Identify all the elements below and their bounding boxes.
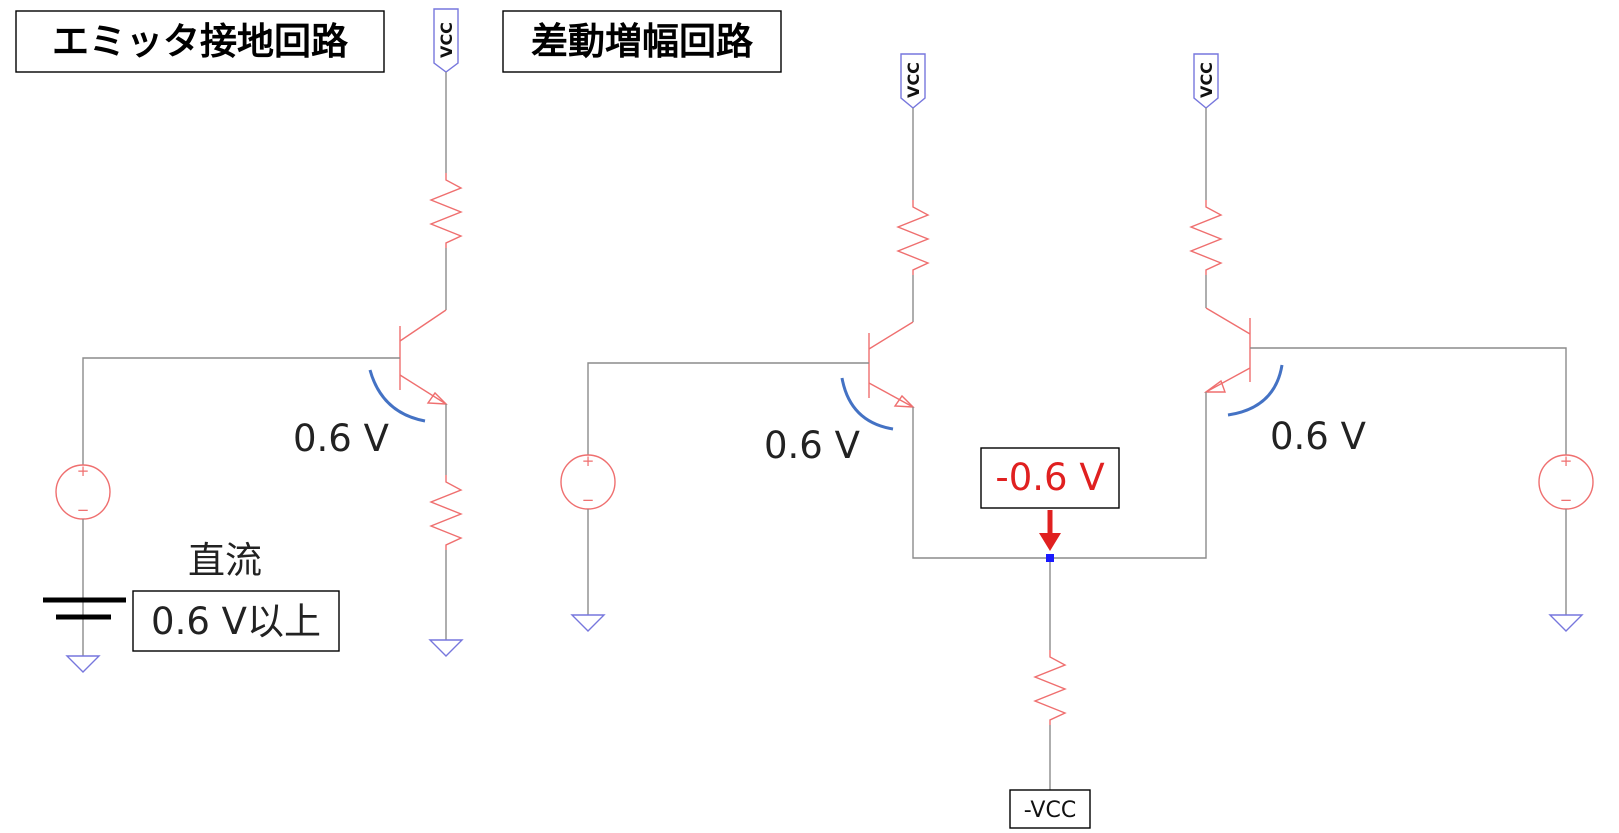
dc-threshold-box <box>132 590 340 652</box>
emitter-voltage-arrow <box>1039 510 1061 551</box>
ground-q1-source <box>570 614 606 632</box>
svg-text:−: − <box>582 491 595 509</box>
input-source-q2: + − <box>1538 452 1594 510</box>
svg-text:+: + <box>582 452 595 470</box>
title-left: エミッタ接地回路 <box>15 10 385 73</box>
tail-resistor <box>1033 650 1067 725</box>
dc-battery-symbol <box>43 597 126 620</box>
dc-label: 直流 <box>188 539 262 582</box>
vbe-arc-q1 <box>840 377 894 431</box>
emitter-node <box>1046 554 1054 562</box>
vbe-label-q2: 0.6 V <box>1270 415 1366 458</box>
collector-resistor <box>429 173 463 248</box>
ground-ce-source <box>65 655 101 673</box>
title-left-text: エミッタ接地回路 <box>52 20 349 63</box>
neg-vcc-box <box>1009 789 1091 829</box>
svg-text:+: + <box>1560 452 1573 470</box>
collector-resistor-q2 <box>1189 200 1223 275</box>
title-left-box <box>15 10 385 73</box>
emitter-voltage-box <box>980 447 1120 509</box>
npn-transistor-q2 <box>1203 307 1251 393</box>
vcc-flag-3: VCC <box>1193 53 1219 109</box>
vbe-label-q0: 0.6 V <box>293 417 389 460</box>
title-right: 差動増幅回路 <box>502 10 782 73</box>
title-right-text: 差動増幅回路 <box>531 20 754 63</box>
npn-transistor-q1 <box>868 321 915 408</box>
npn-transistor-q0 <box>399 309 448 405</box>
vcc-flag-1: VCC <box>433 8 459 73</box>
vbe-arc-q0 <box>368 369 426 423</box>
ground-ce-emitter <box>428 639 464 657</box>
collector-resistor-q1 <box>896 200 930 275</box>
vcc-label-1: VCC <box>437 22 456 58</box>
vbe-label-q1: 0.6 V <box>764 424 860 467</box>
emitter-resistor <box>429 475 463 550</box>
svg-text:−: − <box>1560 491 1573 509</box>
emitter-voltage-text: -0.6 V <box>995 456 1104 499</box>
common-emitter-circuit: VCC + − 0. <box>43 8 464 673</box>
title-right-box <box>502 10 782 73</box>
differential-amplifier-circuit: VCC + − 0.6 V VCC <box>560 53 1594 829</box>
svg-text:−: − <box>77 501 90 519</box>
vcc-flag-2: VCC <box>900 53 926 109</box>
vbe-arc-q2 <box>1227 364 1284 417</box>
vcc-label-2: VCC <box>904 62 923 98</box>
vcc-label-3: VCC <box>1197 62 1216 98</box>
ground-q2-source <box>1548 614 1584 632</box>
svg-text:+: + <box>77 462 90 480</box>
input-source-q1: + − <box>560 452 616 510</box>
base-voltage-source: + − <box>55 462 111 520</box>
dc-threshold-text: 0.6 V以上 <box>151 600 321 643</box>
neg-vcc-label: -VCC <box>1024 798 1076 823</box>
